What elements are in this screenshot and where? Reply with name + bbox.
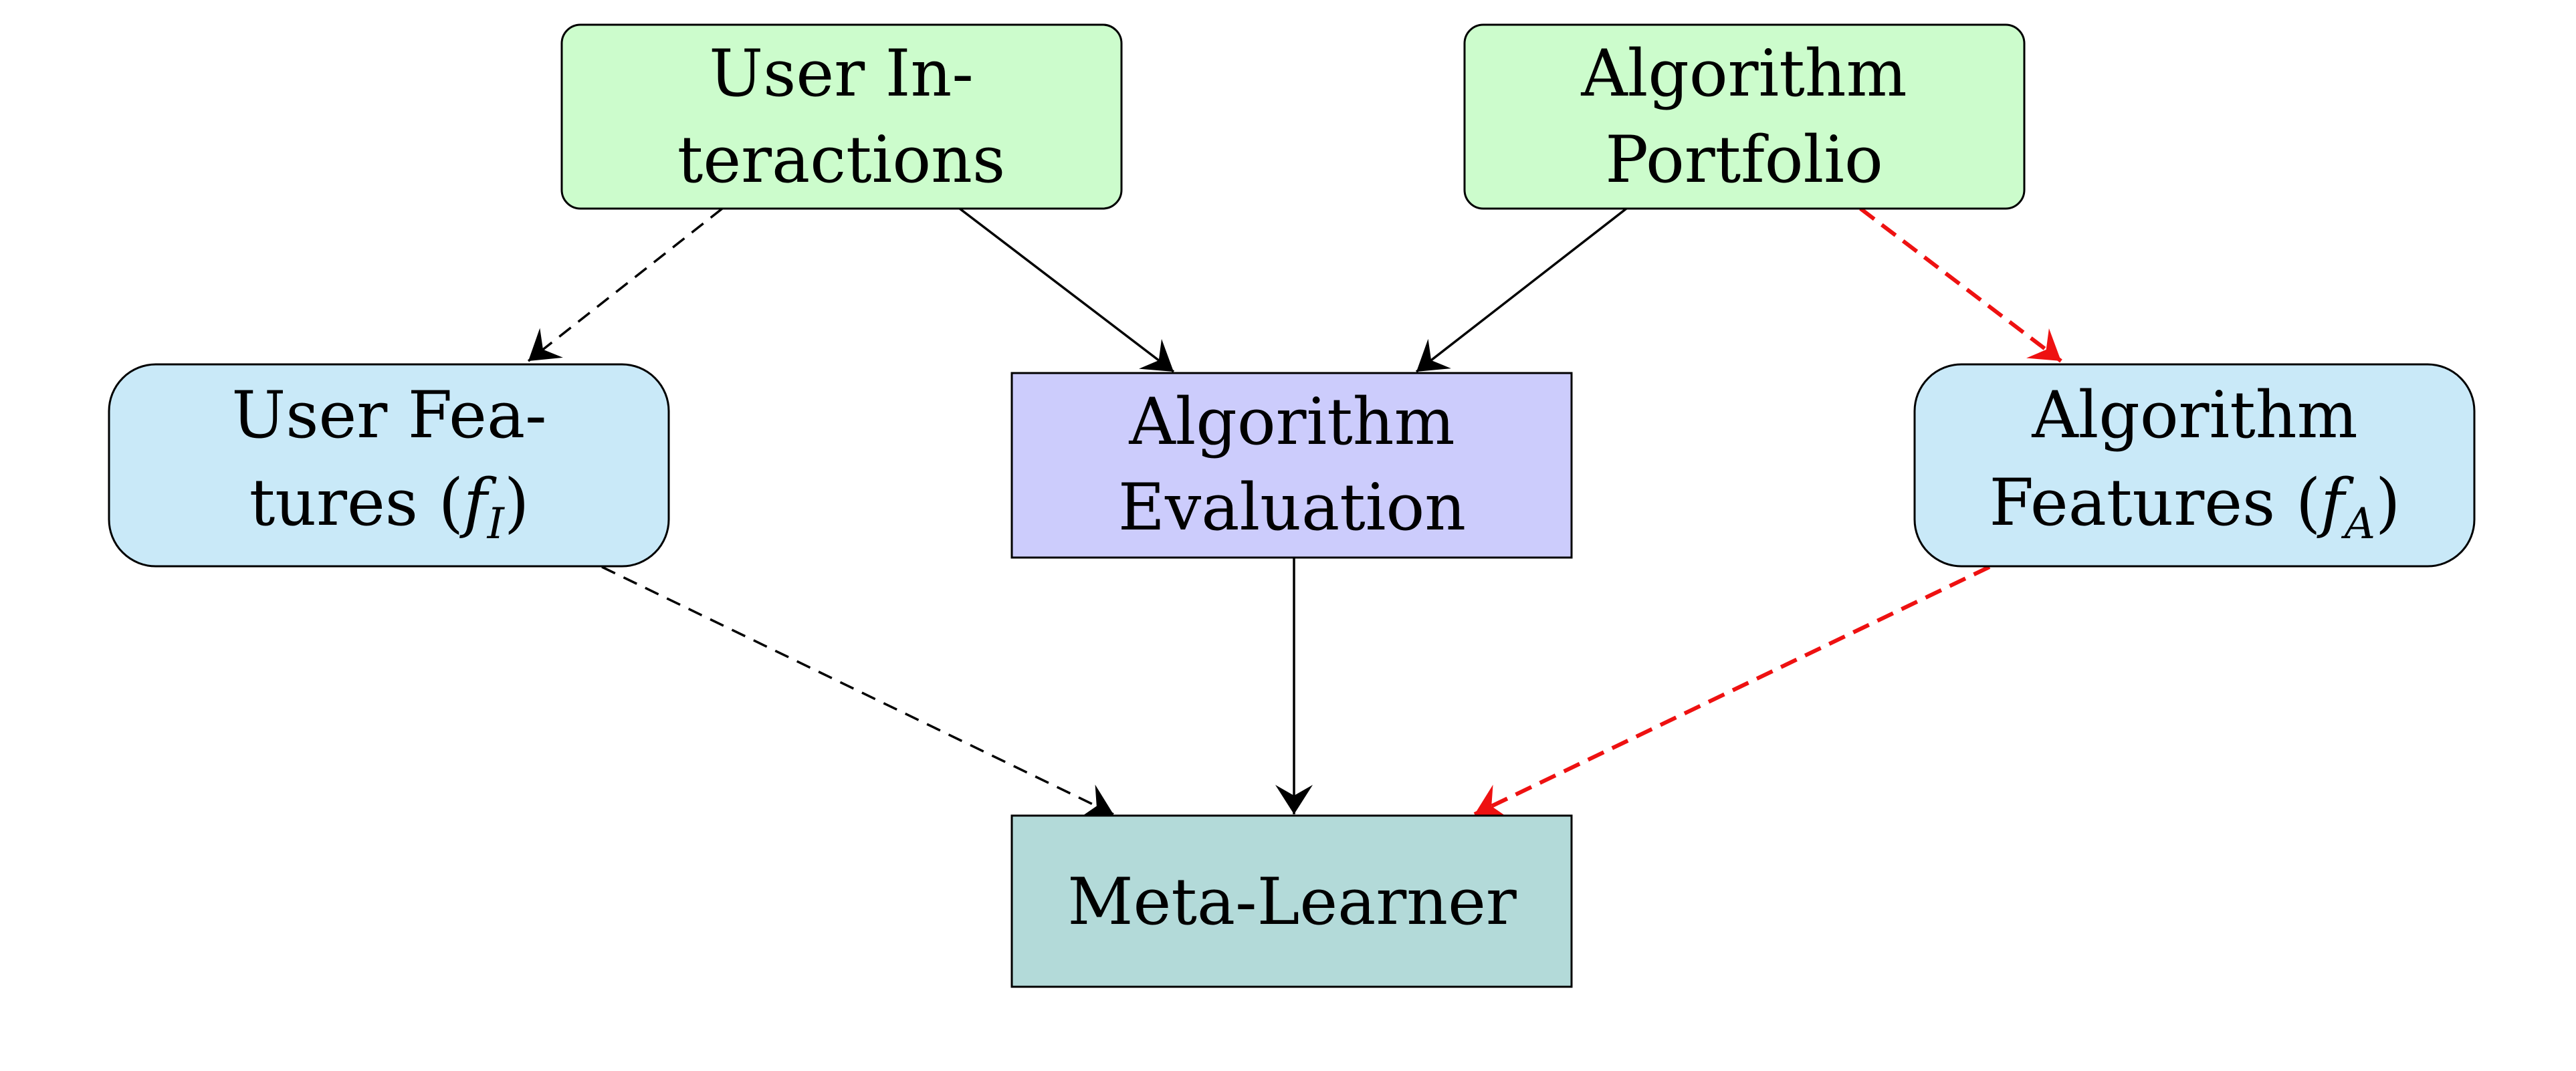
edge-interactions-to-evaluation bbox=[958, 207, 1175, 373]
node-user-interactions-line1: User In- bbox=[709, 36, 974, 111]
edge-algorithm-features-to-meta-learner bbox=[1473, 565, 1991, 816]
node-algorithm-evaluation: Algorithm Evaluation bbox=[1010, 372, 1573, 559]
arrowheads bbox=[528, 328, 2061, 819]
node-algorithm-features: Algorithm Features (fA) bbox=[1913, 363, 2476, 568]
node-user-features-line2: tures (fI) bbox=[249, 465, 530, 549]
node-user-interactions: User In- teractions bbox=[560, 23, 1123, 210]
edge-evaluation-to-meta-learner-arrowhead bbox=[1275, 785, 1313, 814]
node-algorithm-features-line1: Algorithm bbox=[2031, 378, 2357, 453]
node-user-interactions-line2: teractions bbox=[677, 122, 1005, 197]
edge-portfolio-to-evaluation bbox=[1415, 207, 1628, 373]
node-user-features-line1: User Fea- bbox=[231, 378, 546, 453]
node-algorithm-portfolio-box bbox=[1463, 23, 2026, 210]
node-meta-learner: Meta-Learner bbox=[1010, 814, 1573, 988]
node-user-features: User Fea- tures (fI) bbox=[108, 363, 670, 568]
node-algorithm-portfolio-line2: Portfolio bbox=[1605, 122, 1883, 197]
edge-user-features-to-meta-learner bbox=[601, 566, 1114, 816]
node-algorithm-features-line2: Features (fA) bbox=[1990, 465, 2401, 549]
node-algorithm-portfolio: Algorithm Portfolio bbox=[1463, 23, 2026, 210]
node-algorithm-features-line2-prefix: Features ( bbox=[1990, 465, 2321, 540]
node-meta-learner-label: Meta-Learner bbox=[1067, 864, 1517, 939]
node-user-interactions-box bbox=[560, 23, 1123, 210]
edge-portfolio-to-evaluation-arrowhead bbox=[1416, 338, 1451, 372]
node-algorithm-portfolio-line1: Algorithm bbox=[1580, 36, 1907, 111]
edge-portfolio-to-algorithm-features bbox=[1859, 207, 2062, 363]
edge-portfolio-to-algorithm-features-arrowhead bbox=[2026, 328, 2061, 361]
node-algorithm-evaluation-box bbox=[1010, 372, 1573, 559]
node-algorithm-evaluation-line1: Algorithm bbox=[1128, 384, 1455, 459]
edge-interactions-to-user-features bbox=[527, 207, 724, 362]
node-algorithm-features-box bbox=[1913, 363, 2476, 568]
edges bbox=[527, 207, 2062, 816]
edge-algorithm-features-to-meta-learner-arrowhead bbox=[1475, 784, 1509, 819]
edge-user-features-to-meta-learner-arrowhead bbox=[1079, 784, 1113, 819]
edge-interactions-to-user-features-arrowhead bbox=[528, 328, 563, 361]
node-meta-learner-box bbox=[1010, 814, 1573, 988]
node-algorithm-features-subscript: A bbox=[2341, 499, 2375, 549]
edge-interactions-to-evaluation-arrowhead bbox=[1139, 339, 1174, 372]
node-user-features-line2-suffix: ) bbox=[504, 465, 529, 540]
node-user-features-subscript: I bbox=[487, 499, 506, 549]
node-user-features-line2-prefix: tures ( bbox=[249, 465, 463, 540]
node-algorithm-features-line2-suffix: ) bbox=[2375, 465, 2400, 540]
node-algorithm-evaluation-line2: Evaluation bbox=[1118, 470, 1466, 545]
node-user-features-box bbox=[108, 363, 670, 568]
